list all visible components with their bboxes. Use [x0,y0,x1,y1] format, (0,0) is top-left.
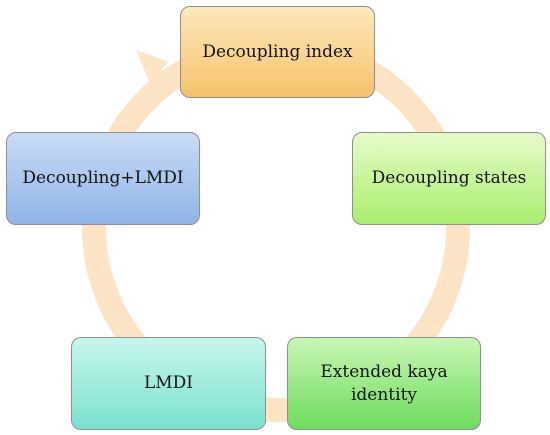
node-decoupling-states-label: Decoupling states [371,168,527,189]
cycle-arrowhead-shape [136,50,168,84]
node-decoupling-index-label: Decoupling index [202,41,353,62]
cycle-arrowhead [136,50,168,84]
node-decoupling-lmdi-label: Decoupling+LMDI [22,168,184,189]
node-extended-kaya-identity: Extended kaya identity [287,337,481,430]
node-decoupling-states: Decoupling states [352,132,546,225]
node-lmdi: LMDI [71,337,266,430]
node-lmdi-label: LMDI [143,373,194,394]
node-decoupling-index: Decoupling index [180,6,375,98]
node-decoupling-lmdi: Decoupling+LMDI [6,132,200,225]
node-extended-kaya-identity-label: Extended kaya identity [320,362,448,405]
